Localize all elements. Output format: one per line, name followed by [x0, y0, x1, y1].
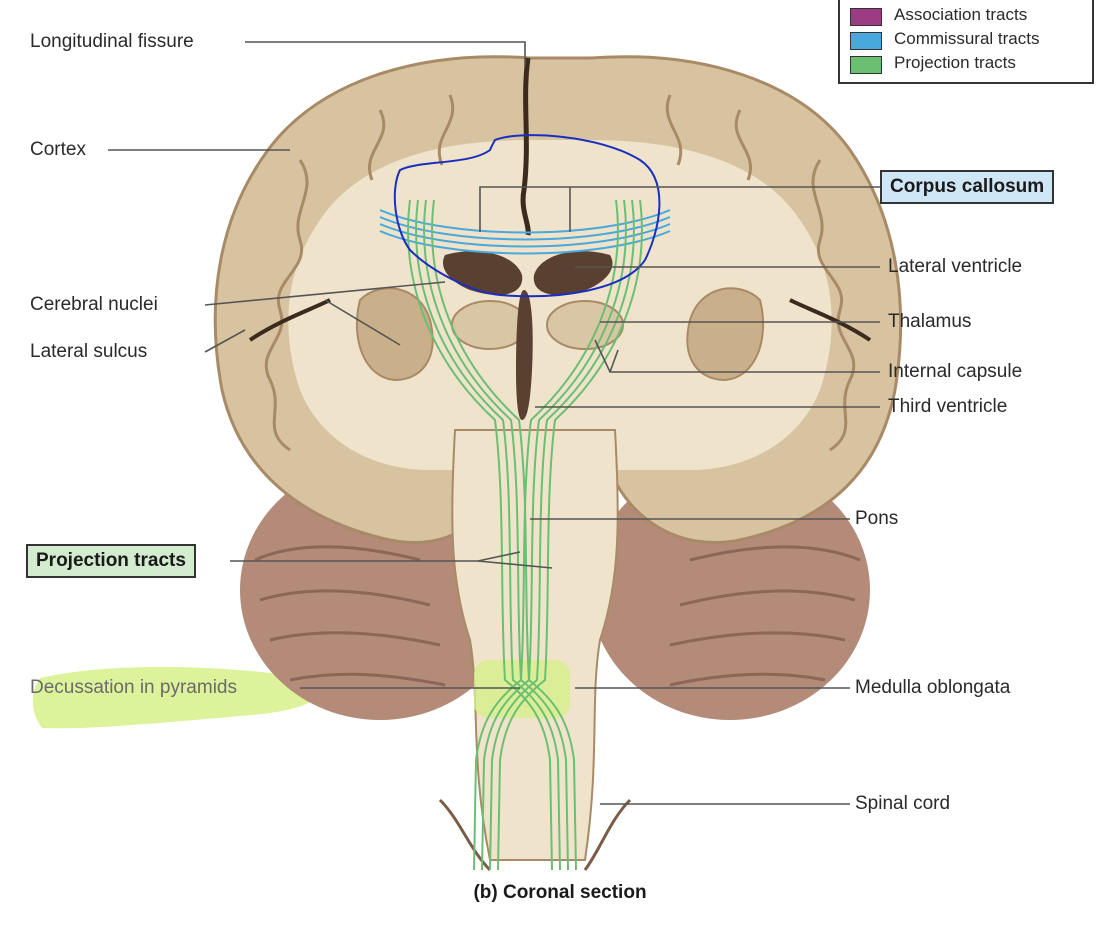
label-lateral-sulcus: Lateral sulcus — [30, 341, 148, 362]
label-lateral-ventricle: Lateral ventricle — [888, 256, 1023, 277]
label-longitudinal-fissure: Longitudinal fissure — [30, 31, 194, 52]
leader-corpus-callosum — [479, 186, 880, 232]
label-medulla-oblongata: Medulla oblongata — [855, 677, 1011, 698]
legend-swatch-association — [850, 8, 882, 26]
label-thalamus: Thalamus — [888, 311, 972, 332]
label-projection-tracts: Projection tracts — [26, 544, 196, 578]
legend-label-projection: Projection tracts — [894, 53, 1016, 72]
label-cortex: Cortex — [30, 139, 86, 160]
leader-cerebral-nuclei — [204, 281, 446, 306]
label-pons: Pons — [855, 508, 899, 529]
legend-swatch-commissural — [850, 32, 882, 50]
projection-tracts — [407, 199, 643, 871]
leader-lateral-sulcus — [204, 329, 246, 353]
legend: Association tracts Commissural tracts Pr… — [838, 0, 1094, 84]
leader-cerebral-nuclei-2 — [324, 299, 401, 346]
cerebral-nuclei — [355, 287, 765, 382]
leader-projection-tracts-2 — [477, 560, 553, 569]
annotation-loop — [393, 134, 661, 298]
commissural-tracts — [379, 209, 671, 255]
label-corpus-callosum: Corpus callosum — [880, 170, 1055, 204]
figure-caption: (b) Coronal section — [473, 882, 647, 903]
highlighter-mark — [32, 666, 322, 729]
leader-internal-capsule-2 — [609, 349, 619, 373]
label-third-ventricle: Third ventricle — [888, 396, 1008, 417]
label-spinal-cord: Spinal cord — [855, 793, 951, 814]
third-ventricle-shape — [516, 290, 533, 420]
leader-longitudinal-fissure — [245, 41, 526, 65]
label-cerebral-nuclei: Cerebral nuclei — [30, 294, 158, 315]
legend-label-commissural: Commissural tracts — [894, 29, 1040, 48]
longitudinal-fissure — [520, 57, 531, 236]
label-decussation: Decussation in pyramids — [30, 677, 237, 698]
legend-label-association: Association tracts — [894, 5, 1028, 24]
legend-swatch-projection — [850, 56, 882, 74]
label-internal-capsule: Internal capsule — [888, 361, 1023, 382]
leader-lines — [108, 41, 880, 805]
